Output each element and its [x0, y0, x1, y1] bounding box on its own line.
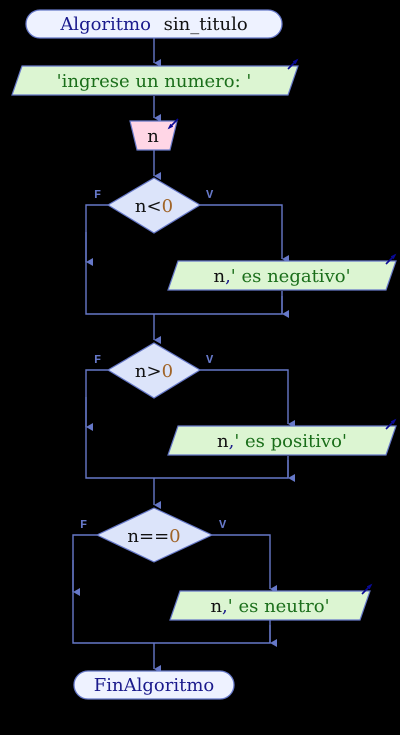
output-arrow-icon — [287, 58, 299, 70]
output-sep: , — [229, 431, 235, 452]
input-arrow-icon — [167, 118, 179, 130]
output-prompt-block: 'ingrese un numero: ' — [11, 58, 299, 96]
start-keyword: Algoritmo — [59, 14, 151, 35]
end-terminal: FinAlgoritmo — [73, 670, 235, 700]
decision-1: n<0 F V — [94, 177, 214, 234]
output-sep: , — [222, 596, 228, 617]
output-prompt-text: 'ingrese un numero: ' — [57, 71, 252, 92]
decision-3: n==0 F V — [80, 507, 227, 563]
condition-var: n — [135, 361, 147, 382]
svg-text:Algoritmo sin_titulo: Algoritmo sin_titulo — [59, 14, 247, 35]
end-keyword: FinAlgoritmo — [94, 675, 214, 696]
svg-text:n==0: n==0 — [127, 526, 180, 547]
condition-value: 0 — [162, 196, 173, 217]
output-text: ' es negativo' — [231, 266, 351, 287]
true-label: V — [206, 188, 214, 202]
true-label: V — [206, 353, 214, 367]
svg-text:n<0: n<0 — [135, 196, 173, 217]
output-var: n — [217, 431, 229, 452]
svg-text:n,' es negativo': n,' es negativo' — [213, 266, 350, 287]
start-terminal: Algoritmo sin_titulo — [25, 9, 283, 39]
condition-var: n — [127, 526, 139, 547]
input-var: n — [147, 126, 159, 147]
connectors — [72, 38, 295, 673]
condition-value: 0 — [169, 526, 180, 547]
output-var: n — [210, 596, 222, 617]
svg-text:n,' es neutro': n,' es neutro' — [210, 596, 329, 617]
condition-op: == — [139, 526, 169, 547]
svg-text:n>0: n>0 — [135, 361, 173, 382]
output-positive: n,' es positivo' — [167, 418, 397, 456]
output-arrow-icon — [385, 253, 397, 265]
false-label: F — [80, 518, 87, 532]
output-sep: , — [225, 266, 231, 287]
false-label: F — [94, 188, 101, 202]
false-label: F — [94, 353, 101, 367]
output-arrow-icon — [361, 583, 373, 595]
true-label: V — [219, 518, 227, 532]
svg-text:n,' es positivo': n,' es positivo' — [217, 431, 347, 452]
output-neutral: n,' es neutro' — [169, 583, 373, 621]
output-arrow-icon — [385, 418, 397, 430]
output-text: ' es neutro' — [228, 596, 330, 617]
condition-op: < — [147, 196, 162, 217]
input-block: n — [129, 118, 179, 151]
condition-value: 0 — [162, 361, 173, 382]
condition-op: > — [147, 361, 162, 382]
output-text: ' es positivo' — [234, 431, 347, 452]
condition-var: n — [135, 196, 147, 217]
output-negative: n,' es negativo' — [167, 253, 397, 291]
decision-2: n>0 F V — [94, 342, 214, 399]
output-var: n — [213, 266, 225, 287]
program-name: sin_titulo — [164, 14, 248, 35]
